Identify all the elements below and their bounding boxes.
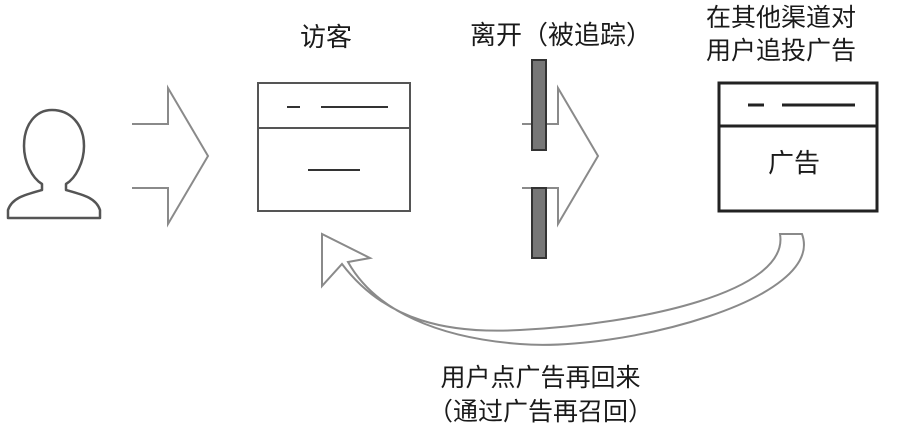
- retarget-label: 在其他渠道对 用户追投广告: [706, 2, 856, 67]
- curved-arrow-icon: [321, 232, 805, 346]
- ad-label: 广告: [768, 149, 821, 179]
- return-label: 用户点广告再回来 （通过广告再召回）: [428, 361, 653, 429]
- arrow-right-icon: [132, 84, 210, 228]
- barrier-icon: [531, 59, 547, 259]
- user-icon: [6, 108, 102, 220]
- return-label-line1: 用户点广告再回来: [440, 363, 641, 392]
- visitor-label: 访客: [300, 23, 353, 53]
- retarget-label-line2: 用户追投广告: [706, 35, 857, 65]
- arrow-right-icon: [522, 84, 600, 228]
- return-label-line2: （通过广告再召回）: [428, 396, 654, 426]
- visitor-window: [257, 82, 411, 212]
- ad-window: [717, 81, 879, 213]
- retarget-label-line1: 在其他渠道对: [706, 3, 857, 32]
- leave-tracked-label: 离开（被追踪）: [470, 21, 653, 51]
